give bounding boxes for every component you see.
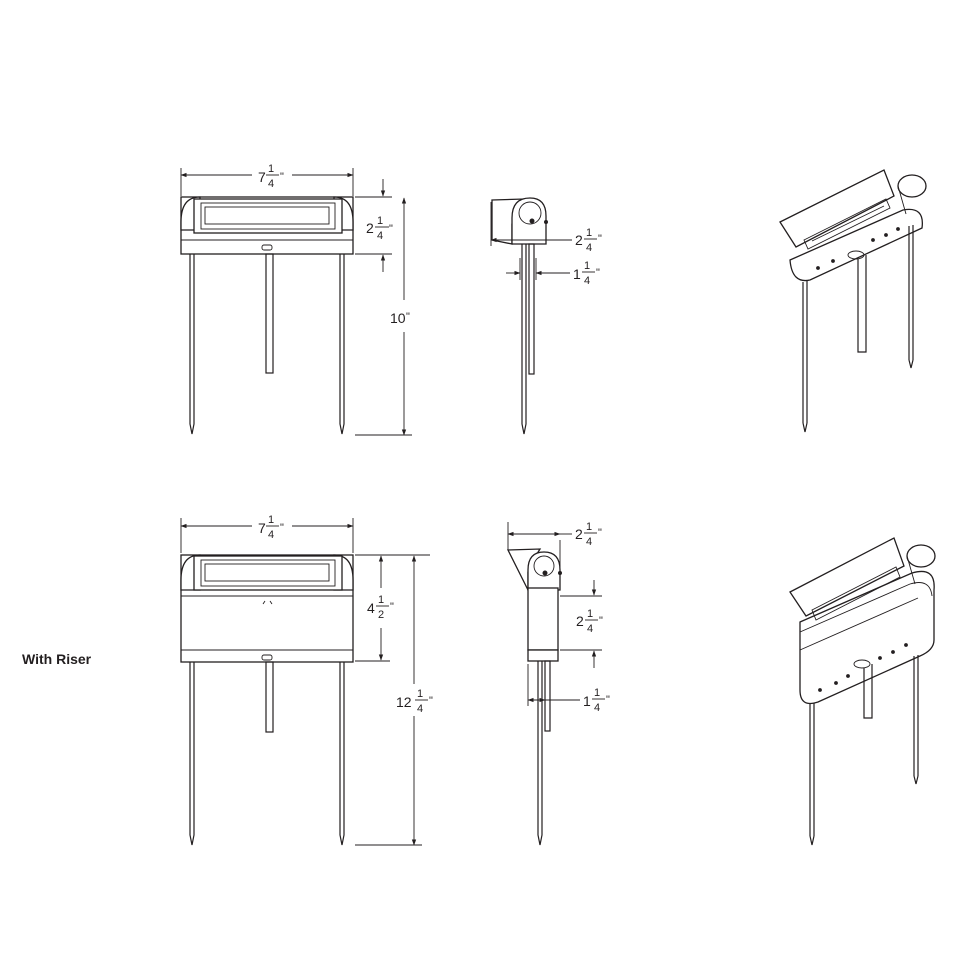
lens-frame <box>200 202 336 230</box>
top-width-whole: 7 <box>258 169 266 185</box>
riser-stake-right <box>339 662 345 846</box>
top-width-num: 1 <box>268 163 274 175</box>
top-width-dimension: 7 1 4 " <box>180 163 354 196</box>
top-side-depth-unit: " <box>598 233 602 245</box>
side-view-standard <box>491 197 548 435</box>
stake-right <box>339 254 345 435</box>
iso-riser-port-icon <box>853 659 871 669</box>
riser-stake-center <box>265 661 274 733</box>
iso-port-icon <box>847 250 865 260</box>
top-head-height-whole: 2 <box>366 220 374 236</box>
front-view-riser <box>180 554 354 846</box>
riser-head-height-dimension: 4 1 2 " <box>355 554 430 662</box>
top-side-stake-den: 4 <box>584 275 590 287</box>
riser-width-num: 1 <box>268 514 274 526</box>
riser-side-stake-dimension: 1 1 4 " <box>527 664 610 714</box>
top-side-depth-dimension: 2 1 4 " <box>490 202 602 254</box>
top-head-height-num: 1 <box>377 215 383 227</box>
riser-side-stake-den: 4 <box>594 702 600 714</box>
riser-width-unit: " <box>280 522 284 534</box>
riser-side-center-stake <box>544 660 551 732</box>
top-width-unit: " <box>280 171 284 183</box>
switch-icon <box>261 244 273 251</box>
with-riser-label: With Riser <box>22 651 92 667</box>
riser-side-stake-unit: " <box>606 694 610 706</box>
side-stake <box>521 244 527 435</box>
riser-side-stake <box>537 661 543 846</box>
top-head-height-den: 4 <box>377 230 383 242</box>
riser-lens <box>204 563 330 582</box>
top-total-height-dimension: 10 " <box>355 197 412 436</box>
riser-side-depth-dimension: 2 1 4 " <box>507 521 602 578</box>
riser-width-whole: 7 <box>258 520 266 536</box>
riser-side-riser-whole: 2 <box>576 613 584 629</box>
riser-total-height-dimension: 12 1 4 " <box>355 555 433 846</box>
side-center-stake <box>528 243 535 375</box>
riser-side-depth-num: 1 <box>586 521 592 533</box>
riser-lamp-housing <box>193 555 343 591</box>
iso-hood <box>779 169 895 248</box>
riser-side-riser-num: 1 <box>587 608 593 620</box>
isometric-view-riser <box>789 537 936 846</box>
iso-knuckle <box>897 174 927 198</box>
top-side-depth-num: 1 <box>586 227 592 239</box>
top-side-stake-unit: " <box>596 267 600 279</box>
side-view-riser <box>506 548 562 846</box>
riser-total-height-whole: 12 <box>396 694 412 710</box>
riser-width-dimension: 7 1 4 " <box>180 514 354 553</box>
iso-riser-body <box>799 570 935 705</box>
riser-pivot-screw-icon <box>542 570 548 576</box>
riser-side-depth-den: 4 <box>586 536 592 548</box>
pivot-screw-icon <box>529 218 535 224</box>
side-housing <box>511 197 547 245</box>
lamp-housing <box>193 198 343 234</box>
riser-side-riser-den: 4 <box>587 623 593 635</box>
top-total-height-whole: 10 <box>390 310 406 326</box>
riser-switch-icon <box>261 654 273 661</box>
lens <box>204 206 330 225</box>
stake-left <box>189 254 195 435</box>
riser-head-height-den: 2 <box>378 609 384 621</box>
riser-side-depth-unit: " <box>598 527 602 539</box>
top-head-height-unit: " <box>389 223 393 235</box>
riser-side-riser-unit: " <box>599 615 603 627</box>
top-total-height-unit: " <box>406 311 410 323</box>
isometric-view-standard <box>779 169 927 433</box>
riser-width-den: 4 <box>268 529 274 541</box>
riser-side-riser-dimension: 2 1 4 " <box>560 580 603 668</box>
riser-head-height-num: 1 <box>378 594 384 606</box>
top-side-stake-num: 1 <box>584 260 590 272</box>
riser-column <box>527 587 559 651</box>
riser-total-height-den: 4 <box>417 703 423 715</box>
riser-head-height-whole: 4 <box>367 600 375 616</box>
riser-total-height-unit: " <box>429 695 433 707</box>
iso-base <box>789 208 924 282</box>
iso-riser-hood <box>789 537 905 617</box>
top-side-depth-den: 4 <box>586 242 592 254</box>
riser-head-height-unit: " <box>390 601 394 613</box>
riser-side-depth-whole: 2 <box>575 526 583 542</box>
top-head-height-dimension: 2 1 4 " <box>355 179 393 272</box>
riser-side-stake-whole: 1 <box>583 693 591 709</box>
riser-total-height-num: 1 <box>417 688 423 700</box>
pivot-knuckle <box>518 201 542 225</box>
stake-center <box>265 253 274 374</box>
front-view-standard <box>180 196 354 435</box>
top-width-den: 4 <box>268 178 274 190</box>
top-side-stake-dimension: 1 1 4 " <box>506 258 600 287</box>
riser-stake-left <box>189 662 195 846</box>
top-side-depth-whole: 2 <box>575 232 583 248</box>
riser-side-stake-num: 1 <box>594 687 600 699</box>
top-side-stake-whole: 1 <box>573 266 581 282</box>
